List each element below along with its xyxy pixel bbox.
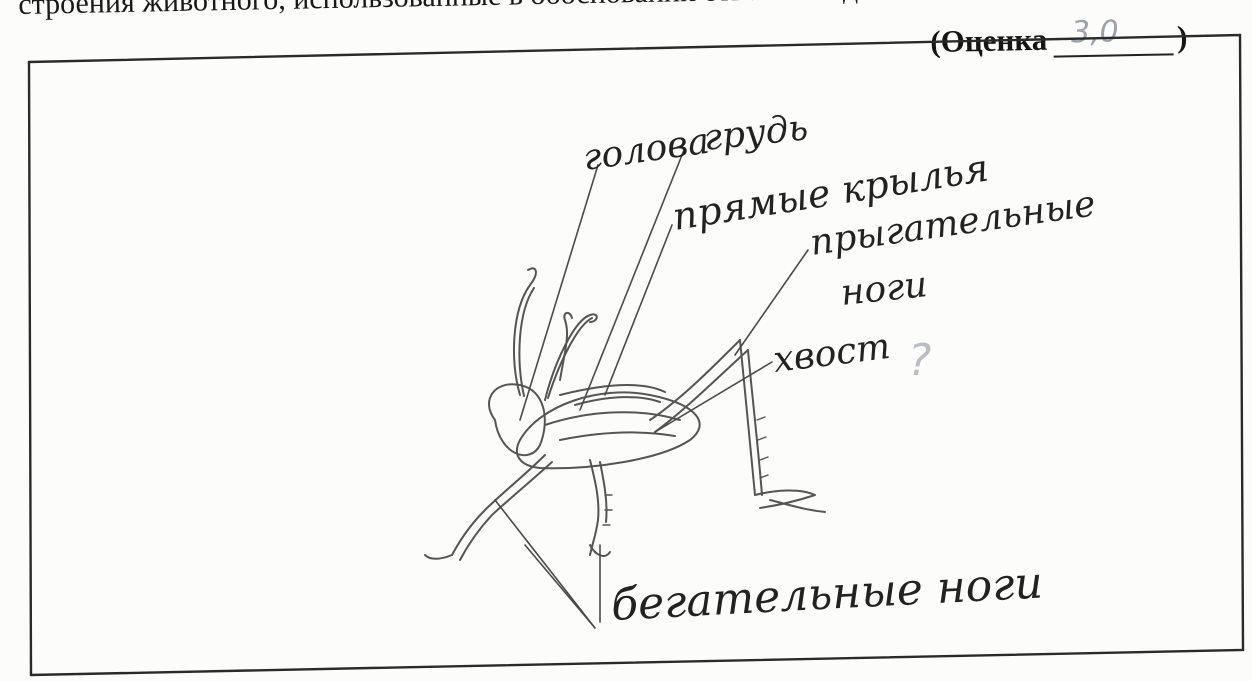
middle-leg — [590, 460, 598, 555]
hind-foot — [755, 490, 815, 508]
pointer-wings — [605, 225, 672, 395]
pointer-thorax — [580, 150, 684, 410]
pointer-walking-leg-2 — [525, 545, 595, 628]
label-walking-legs: бегательные ноги — [610, 557, 1044, 631]
label-jumping-legs-line2: ноги — [839, 264, 930, 314]
label-thorax: грудь — [702, 107, 810, 159]
grader-question-mark: ? — [908, 335, 931, 386]
hind-leg-tibia — [740, 340, 755, 495]
pointer-walking-leg-1 — [495, 500, 595, 628]
label-head: голова — [581, 121, 712, 179]
label-tail: хвост — [771, 326, 892, 381]
